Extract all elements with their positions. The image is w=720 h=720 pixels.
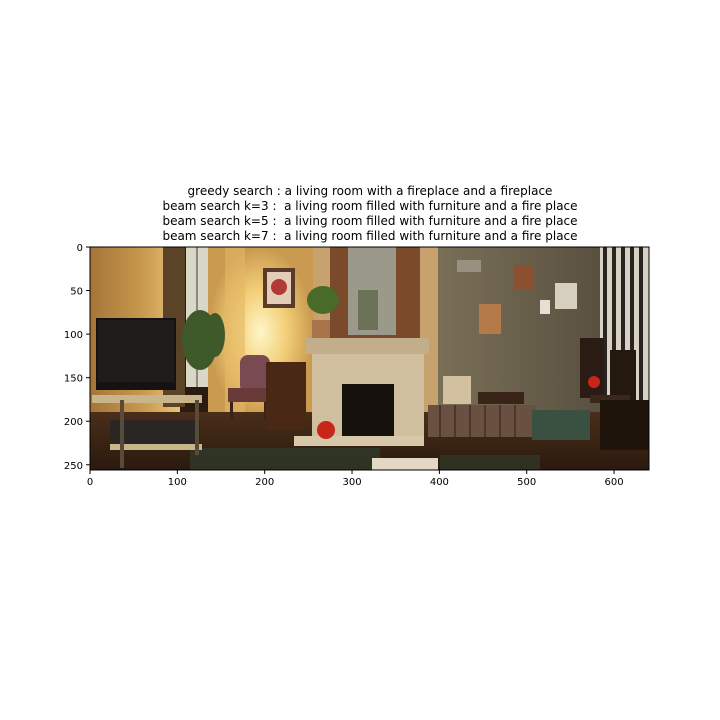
room-photo [90, 247, 649, 470]
x-tick-label: 200 [255, 477, 274, 488]
title-line-4: beam search k=7 : a living room filled w… [162, 229, 578, 243]
x-tick-label: 500 [517, 477, 536, 488]
y-tick-label: 250 [64, 461, 83, 472]
x-tick-label: 300 [342, 477, 361, 488]
x-axis: 0 100 200 300 400 500 600 [87, 470, 624, 488]
y-tick-label: 100 [64, 330, 83, 341]
axes-frame [89, 246, 650, 471]
y-tick-label: 150 [64, 374, 83, 385]
x-tick-label: 600 [605, 477, 624, 488]
x-tick-label: 100 [168, 477, 187, 488]
x-tick-label: 0 [87, 477, 93, 488]
x-tick-label: 400 [430, 477, 449, 488]
title-line-1: greedy search : a living room with a fir… [187, 184, 553, 198]
title-line-2: beam search k=3 : a living room filled w… [162, 199, 578, 213]
title-line-3: beam search k=5 : a living room filled w… [162, 214, 578, 228]
y-axis: 0 50 100 150 200 250 [64, 243, 90, 472]
y-tick-label: 0 [77, 243, 83, 254]
y-tick-label: 200 [64, 417, 83, 428]
y-tick-label: 50 [70, 287, 83, 298]
